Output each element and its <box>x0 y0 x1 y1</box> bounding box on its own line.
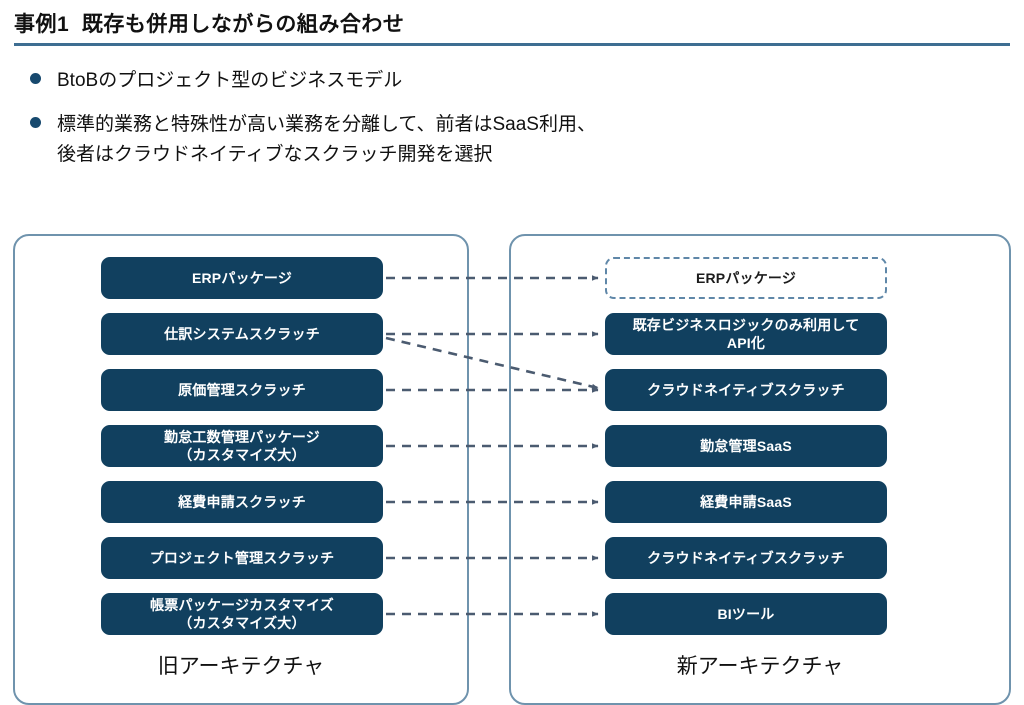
old-node-project-mgmt[interactable]: プロジェクト管理スクラッチ <box>101 537 383 579</box>
bullet-item: 標準的業務と特殊性が高い業務を分離して、前者はSaaS利用、 後者はクラウドネイ… <box>30 110 596 170</box>
old-node-erp[interactable]: ERPパッケージ <box>101 257 383 299</box>
bullet-item: BtoBのプロジェクト型のビジネスモデル <box>30 66 402 96</box>
new-node-cloud-native-1[interactable]: クラウドネイティブスクラッチ <box>605 369 887 411</box>
bullet-dot-icon <box>30 117 41 128</box>
old-node-attendance[interactable]: 勤怠工数管理パッケージ （カスタマイズ大） <box>101 425 383 467</box>
new-architecture-caption: 新アーキテクチャ <box>676 655 844 678</box>
old-architecture-caption: 旧アーキテクチャ <box>157 655 325 678</box>
old-node-reporting[interactable]: 帳票パッケージカスタマイズ （カスタマイズ大） <box>101 593 383 635</box>
title-divider <box>14 43 1010 46</box>
new-node-expense-saas[interactable]: 経費申請SaaS <box>605 481 887 523</box>
new-node-api[interactable]: 既存ビジネスロジックのみ利用して API化 <box>605 313 887 355</box>
bullet-text: 標準的業務と特殊性が高い業務を分離して、前者はSaaS利用、 後者はクラウドネイ… <box>57 114 596 165</box>
bullet-dot-icon <box>30 73 41 84</box>
bullet-text: BtoBのプロジェクト型のビジネスモデル <box>57 70 403 91</box>
new-node-attendance-saas[interactable]: 勤怠管理SaaS <box>605 425 887 467</box>
old-node-journal[interactable]: 仕訳システムスクラッチ <box>101 313 383 355</box>
new-node-bi-tool[interactable]: BIツール <box>605 593 887 635</box>
old-node-costing[interactable]: 原価管理スクラッチ <box>101 369 383 411</box>
new-node-erp[interactable]: ERPパッケージ <box>605 257 887 299</box>
page-title: 事例1 既存も併用しながらの組み合わせ <box>14 13 405 36</box>
new-node-cloud-native-2[interactable]: クラウドネイティブスクラッチ <box>605 537 887 579</box>
old-node-expense[interactable]: 経費申請スクラッチ <box>101 481 383 523</box>
architecture-diagram: 旧アーキテクチャ 新アーキテクチャ ERPパッケージ 仕訳システムスクラッチ 原… <box>0 222 1024 705</box>
